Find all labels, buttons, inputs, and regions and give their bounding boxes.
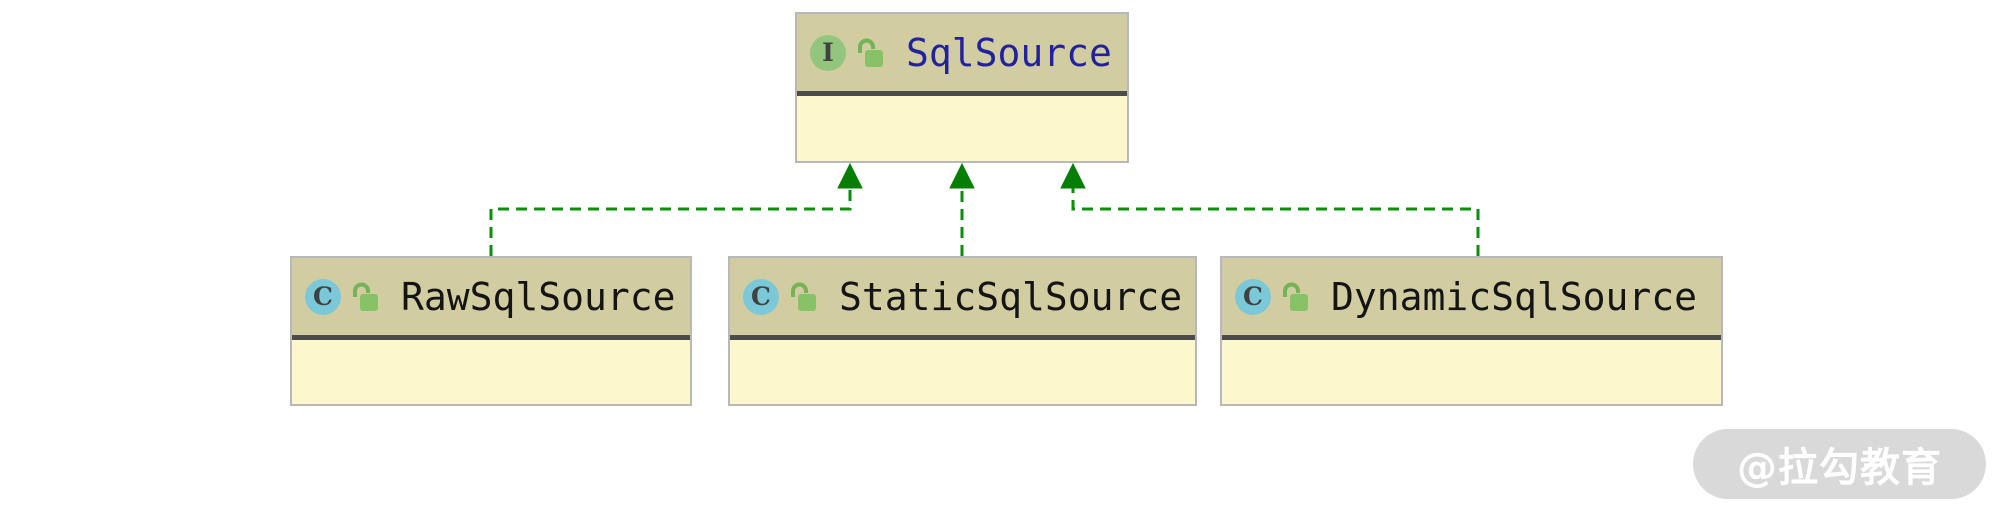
node-separator [797,91,1127,96]
class-icon: C [743,278,779,315]
implements-arrow-icon [837,162,863,189]
dashed-edge-line [1071,188,1480,256]
implements-edge-staticsqlsource [949,162,975,256]
node-separator [292,335,690,340]
uml-node-dynamicsqlsource[interactable]: C DynamicSqlSource [1220,256,1723,406]
class-badge-letter: C [1243,282,1263,311]
implements-arrow-icon [949,162,975,189]
node-members-section [797,96,1127,161]
uml-node-rawsqlsource[interactable]: C RawSqlSource [290,256,692,406]
implements-edge-dynamicsqlsource [1060,162,1480,256]
unlocked-icon [1283,282,1308,311]
class-icon: C [305,278,341,315]
uml-node-sqlsource[interactable]: I SqlSource [795,12,1129,163]
node-members-section [292,340,690,404]
dashed-edge-line [489,188,852,256]
node-header: C StaticSqlSource [730,258,1195,335]
interface-badge-letter: I [822,38,834,67]
class-name: DynamicSqlSource [1331,274,1698,319]
class-icon: C [1235,278,1271,315]
interface-name: SqlSource [906,30,1112,75]
unlocked-icon [353,282,378,311]
watermark-badge: @拉勾教育 [1693,429,1986,499]
class-name: RawSqlSource [401,274,676,319]
node-separator [730,335,1195,340]
uml-node-staticsqlsource[interactable]: C StaticSqlSource [728,256,1197,406]
class-badge-letter: C [751,282,771,311]
node-header: I SqlSource [797,14,1127,91]
node-members-section [730,340,1195,404]
node-header: C RawSqlSource [292,258,690,335]
unlocked-icon [791,282,816,311]
class-badge-letter: C [313,282,333,311]
node-members-section [1222,340,1721,404]
implements-arrow-icon [1060,162,1086,189]
watermark-text: @拉勾教育 [1737,445,1942,491]
implements-edge-rawsqlsource [489,162,863,256]
node-header: C DynamicSqlSource [1222,258,1721,335]
node-separator [1222,335,1721,340]
unlocked-icon [858,38,883,67]
interface-icon: I [810,34,846,71]
class-name: StaticSqlSource [839,274,1183,319]
